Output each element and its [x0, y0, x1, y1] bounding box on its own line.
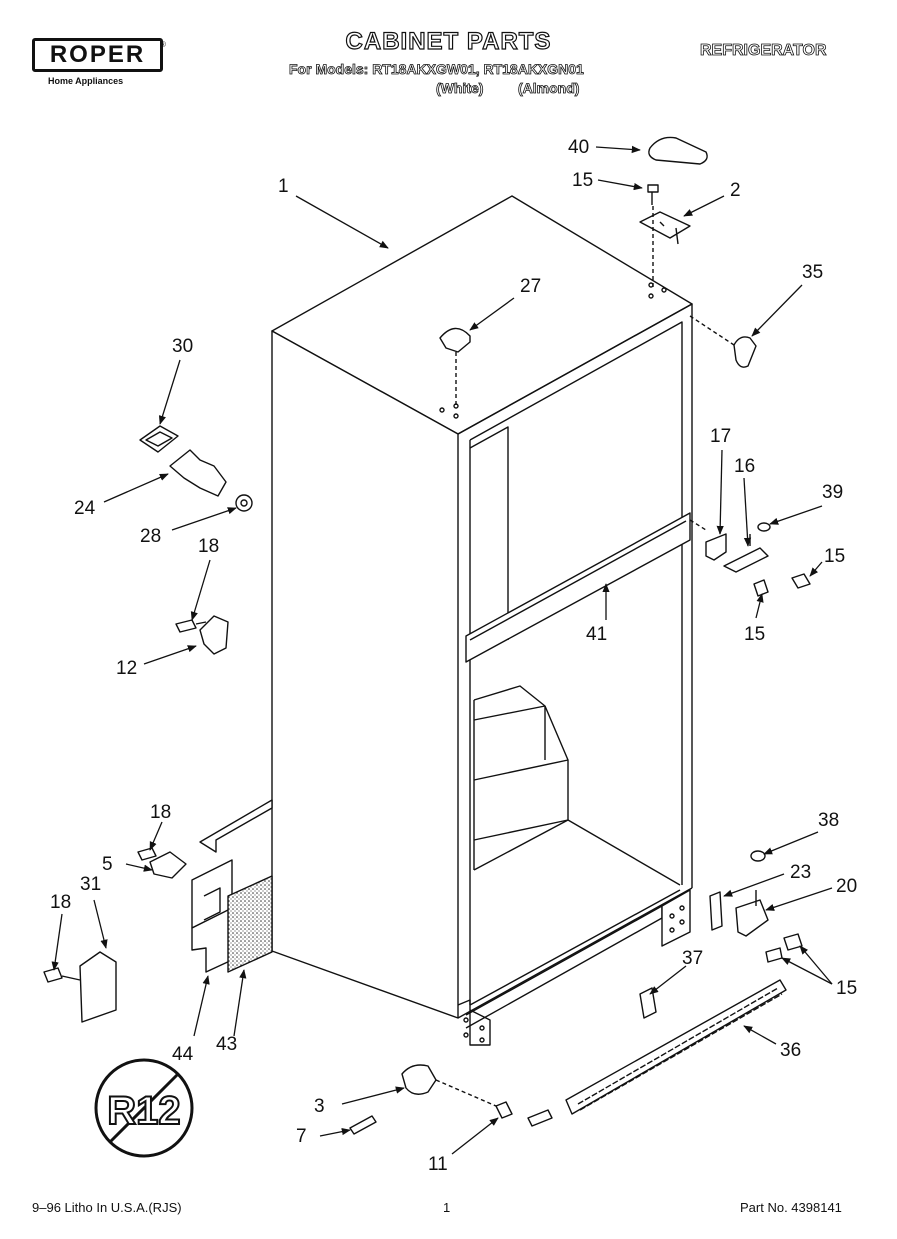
washer-28 [235, 494, 253, 512]
cover-31 [79, 951, 117, 1023]
callout-15: 15 [824, 546, 845, 567]
hinge-cap-35 [733, 336, 757, 368]
callout-1: 1 [278, 176, 289, 197]
callout-16: 16 [734, 456, 755, 477]
clip-37 [639, 987, 657, 1019]
models-line: For Models: RT18AKXGW01, RT18AKXGN01 [289, 61, 585, 78]
washer-39 [757, 522, 771, 532]
callout-18: 18 [150, 802, 171, 823]
washer-38 [750, 850, 766, 862]
middle-hinge-16 [723, 534, 769, 573]
callout-23: 23 [790, 862, 811, 883]
callout-40: 40 [568, 137, 589, 158]
footer-part-number: Part No. 4398141 [740, 1200, 842, 1215]
screw-11 [495, 1101, 513, 1119]
callout-17: 17 [710, 426, 731, 447]
shim-23 [709, 891, 723, 931]
closer-bracket-12 [199, 615, 229, 655]
trademark-mark: ® [160, 40, 166, 49]
callout-11: 11 [428, 1154, 448, 1175]
screw-18-upper [175, 619, 207, 633]
screw-15-right-lower [753, 579, 769, 597]
callout-38: 38 [818, 810, 839, 831]
stop-bezel-30 [139, 425, 179, 453]
plug-27 [439, 327, 471, 353]
callout-2: 2 [730, 180, 741, 201]
page-title: CABINET PARTS [345, 27, 552, 55]
callout-30: 30 [172, 336, 193, 357]
footer-page-number: 1 [443, 1200, 451, 1215]
cabinet [271, 195, 693, 1046]
brand-subtitle: Home Appliances [48, 76, 124, 86]
callout-31: 31 [80, 874, 101, 895]
callout-12: 12 [116, 658, 137, 679]
callout-43: 43 [216, 1034, 237, 1055]
r12-badge-text: R12 [107, 1089, 180, 1133]
callout-15: 15 [744, 624, 765, 645]
callout-36: 36 [780, 1040, 801, 1061]
bracket-5 [149, 851, 187, 879]
door-stop-24 [169, 449, 227, 497]
callout-15: 15 [836, 978, 857, 999]
callout-15: 15 [572, 170, 593, 191]
footer-litho: 9–96 Litho In U.S.A.(RJS) [32, 1200, 182, 1215]
top-hinge-2 [639, 211, 691, 245]
callout-20: 20 [836, 876, 857, 897]
hinge-bracket-17 [705, 533, 727, 561]
callout-27: 27 [520, 276, 541, 297]
bottom-hinge-20 [735, 890, 769, 937]
hinge-cover-40 [648, 136, 708, 165]
bracket-plate-upper [199, 799, 273, 853]
variant-white: (White) [436, 80, 484, 97]
pin-left [527, 1109, 553, 1127]
callout-35: 35 [802, 262, 823, 283]
callout-44: 44 [172, 1044, 194, 1065]
callout-3: 3 [314, 1096, 325, 1117]
callout-28: 28 [140, 526, 161, 547]
callout-7: 7 [296, 1126, 307, 1147]
callout-24: 24 [74, 498, 96, 519]
roper-logo: ROPER [32, 38, 163, 72]
roller-bracket-3 [401, 1064, 437, 1095]
insulation-43 [227, 875, 273, 973]
screw-18-lower [137, 847, 157, 861]
screw-15-top [647, 184, 659, 205]
screw-18-left [43, 967, 81, 983]
axle-7 [349, 1115, 377, 1135]
screw-15-bottom-b [765, 947, 783, 963]
callout-39: 39 [822, 482, 843, 503]
callout-18: 18 [50, 892, 71, 913]
callout-18: 18 [198, 536, 219, 557]
appliance-category: REFRIGERATOR [700, 42, 827, 60]
callout-5: 5 [102, 854, 113, 875]
callout-37: 37 [682, 948, 703, 969]
callout-41: 41 [586, 624, 607, 645]
variant-almond: (Almond) [518, 80, 580, 97]
screw-15-bottom-a [783, 933, 803, 951]
screw-15-right-upper [791, 573, 811, 589]
brand-name: ROPER [49, 41, 146, 68]
